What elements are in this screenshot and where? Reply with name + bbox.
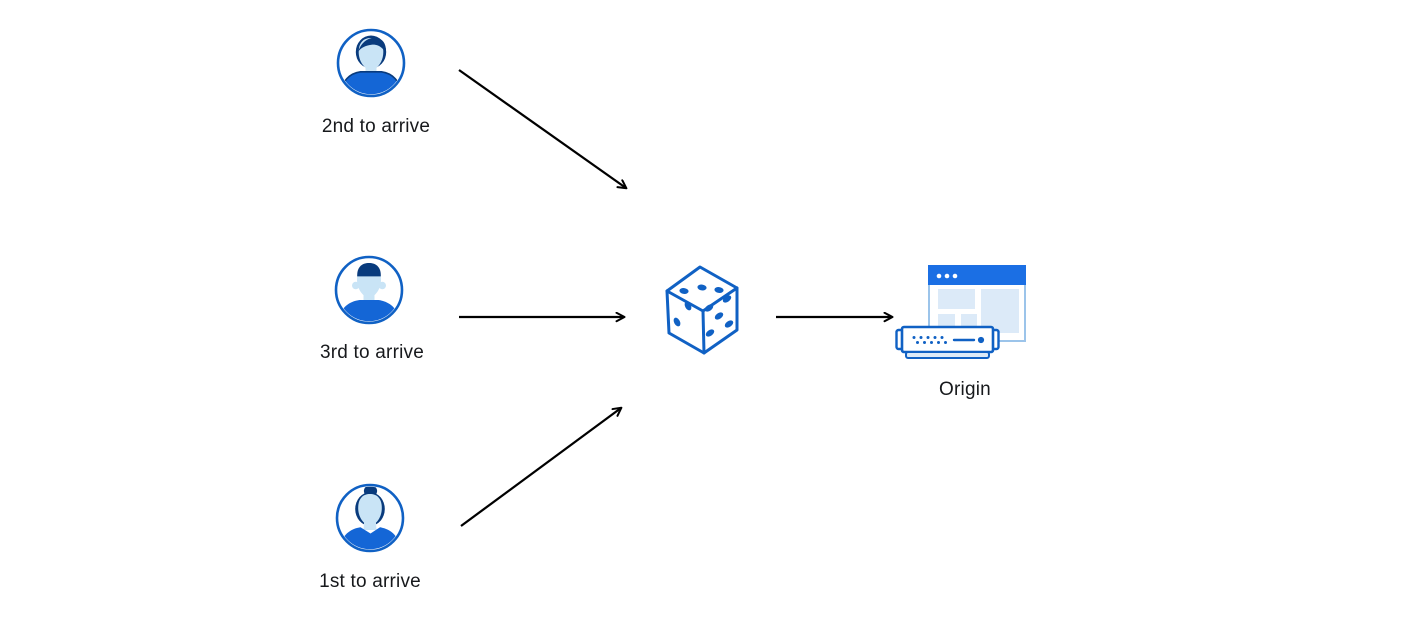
user3-label: 3rd to arrive bbox=[320, 342, 424, 363]
user1-label: 1st to arrive bbox=[319, 571, 421, 592]
dice-icon bbox=[665, 265, 739, 355]
female-avatar-bun-icon bbox=[335, 483, 405, 553]
arrow-user1-to-dice bbox=[460, 408, 621, 527]
origin-label: Origin bbox=[939, 379, 991, 400]
server-icon bbox=[895, 325, 1000, 359]
origin-server-browser-icon bbox=[895, 265, 1026, 359]
male-avatar-short-hair-icon bbox=[334, 255, 404, 325]
male-avatar-swept-hair-icon bbox=[336, 28, 406, 98]
arrow-user2-to-dice bbox=[458, 69, 626, 188]
user2-label: 2nd to arrive bbox=[321, 116, 431, 137]
